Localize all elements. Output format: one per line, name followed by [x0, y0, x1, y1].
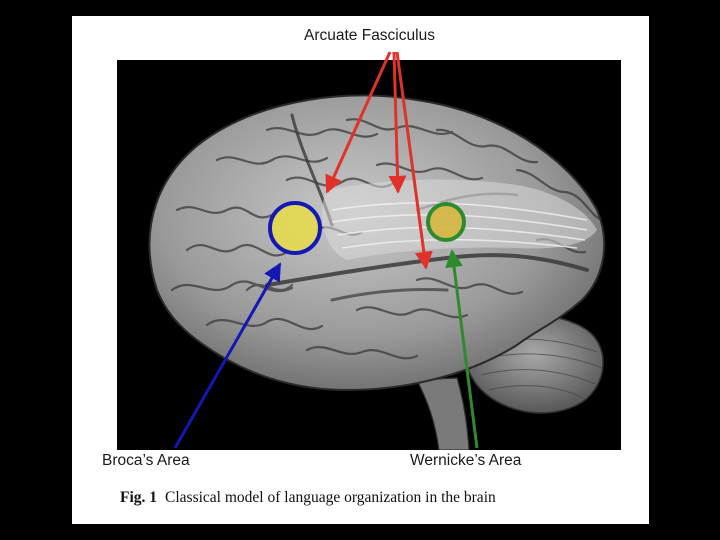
wernicke-area-marker	[426, 202, 466, 242]
wernicke-area-label: Wernicke’s Area	[410, 452, 522, 469]
broca-arrow	[173, 262, 282, 449]
broca-area-label: Broca’s Area	[102, 452, 190, 469]
broca-area-marker	[268, 201, 322, 255]
arcuate-fasciculus-label: Arcuate Fasciculus	[304, 27, 435, 44]
wernicke-arrow	[445, 249, 479, 449]
figure-number: Fig. 1	[120, 489, 158, 506]
slide: Arcuate Fasciculus Broca’s Area Wernicke…	[72, 16, 649, 524]
arcuate-arrow-left	[325, 51, 392, 194]
annotation-overlay	[173, 51, 479, 449]
caption-text: Classical model of language organization…	[165, 489, 496, 506]
brain-illustration	[148, 94, 606, 450]
arcuate-arrow-middle	[388, 51, 407, 194]
brain-photo	[117, 60, 621, 450]
arcuate-arrow-right	[395, 51, 433, 270]
figure-caption: Fig. 1 Classical model of language organi…	[120, 489, 496, 507]
brain-stem	[416, 377, 470, 450]
